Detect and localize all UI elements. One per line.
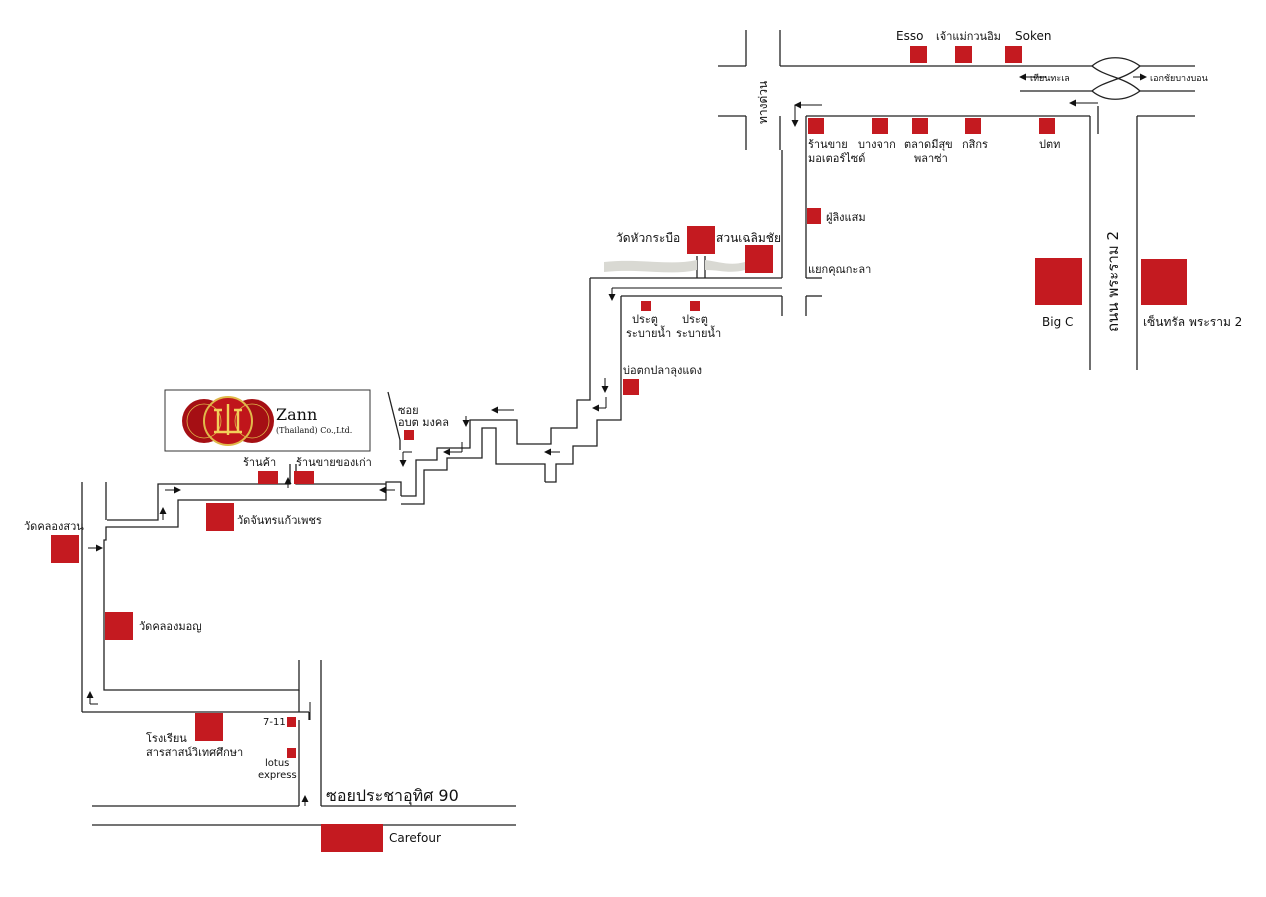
label-wat-huakrabue: วัดหัวกระบือ bbox=[616, 231, 680, 245]
label-motorcycle-2: มอเตอร์ไซด์ bbox=[808, 152, 865, 165]
seven-marker bbox=[287, 717, 296, 727]
zigzag-road bbox=[103, 278, 622, 691]
label-suan-chalerm: สวนเฉลิมชัย bbox=[716, 231, 781, 245]
label-lotus-1: lotus bbox=[265, 758, 289, 769]
label-jaomae: เจ้าแม่กวนอิม bbox=[936, 30, 1001, 43]
wat-klong-mon-marker bbox=[105, 612, 133, 640]
label-thian-thale: เทียนทะเล bbox=[1030, 73, 1070, 84]
lotus-marker bbox=[287, 748, 296, 758]
label-ran-kao: ร้านขายของเก่า bbox=[296, 456, 372, 469]
top-road bbox=[718, 57, 1195, 117]
canal-right bbox=[705, 260, 745, 272]
soi-obt-road bbox=[387, 391, 401, 450]
label-ekkachai: เอกชัยบางบอน bbox=[1150, 74, 1208, 84]
label-gate2-1: ประตู bbox=[682, 313, 708, 326]
label-kasikorn: กสิกร bbox=[962, 138, 988, 151]
label-motorcycle-1: ร้านขาย bbox=[808, 138, 848, 151]
label-bo-tok: บ่อตกปลาลุงแดง bbox=[623, 364, 702, 377]
label-soi-obt-1: ซอย bbox=[398, 404, 419, 417]
carefour-marker bbox=[321, 824, 383, 852]
label-gate1-2: ระบายน้ำ bbox=[626, 325, 671, 340]
label-rama2: ถนน พระราม 2 bbox=[1104, 231, 1122, 332]
label-soi-pracha: ซอยประชาอุทิศ 90 bbox=[326, 786, 459, 806]
school-marker bbox=[195, 713, 223, 741]
soi-main-road bbox=[590, 116, 822, 316]
expressway-road bbox=[745, 30, 781, 150]
bangchak-marker bbox=[872, 118, 888, 134]
esso-marker bbox=[910, 46, 927, 63]
wat-chan-marker bbox=[206, 503, 234, 531]
label-talad-1: ตลาดมีสุข bbox=[904, 138, 953, 151]
gate1-marker bbox=[641, 301, 651, 311]
label-gate2-2: ระบายน้ำ bbox=[676, 325, 721, 340]
kasikorn-marker bbox=[965, 118, 981, 134]
soi-pracha-road bbox=[92, 660, 516, 826]
label-lotus-2: express bbox=[258, 770, 297, 781]
label-bigc: Big C bbox=[1042, 315, 1073, 329]
label-soken: Soken bbox=[1015, 29, 1051, 43]
map-labels: Esso เจ้าแม่กวนอิม Soken เทียนทะเล เอกชั… bbox=[24, 29, 1242, 845]
label-esso: Esso bbox=[896, 29, 923, 43]
jaomae-marker bbox=[955, 46, 972, 63]
landmarks bbox=[51, 46, 1187, 852]
label-wat-klong-suan: วัดคลองสวน bbox=[24, 520, 84, 533]
label-thang-duan: ทางด่วน bbox=[756, 81, 770, 124]
ptt-marker bbox=[1039, 118, 1055, 134]
gate2-marker bbox=[690, 301, 700, 311]
soken-marker bbox=[1005, 46, 1022, 63]
label-yaek: แยกคุณกะลา bbox=[808, 263, 871, 276]
wat-klong-suan-marker bbox=[51, 535, 79, 563]
label-soi-obt-2: อบต มงคล bbox=[398, 416, 449, 429]
bigc-marker bbox=[1035, 258, 1082, 305]
label-seven: 7-11 bbox=[263, 717, 286, 728]
label-school-2: สารสาสน์วิเทศศึกษา bbox=[146, 746, 243, 759]
fu-ling-marker bbox=[807, 208, 821, 224]
direction-arrows bbox=[86, 73, 1147, 806]
label-wat-chan: วัดจันทรแก้วเพชร bbox=[237, 514, 322, 527]
rama2-road bbox=[806, 106, 1195, 370]
label-bangchak: บางจาก bbox=[858, 138, 896, 151]
ran-kao-marker bbox=[294, 471, 314, 484]
talad-marker bbox=[912, 118, 928, 134]
label-wat-klong-mon: วัดคลองมอญ bbox=[139, 620, 202, 633]
wat-huakrabue-marker bbox=[687, 226, 715, 254]
label-gate1-1: ประตู bbox=[632, 313, 658, 326]
label-school-1: โรงเรียน bbox=[146, 731, 187, 745]
left-loop-road bbox=[81, 464, 386, 720]
soi-obt-marker bbox=[404, 430, 414, 440]
central-marker bbox=[1141, 259, 1187, 305]
label-talad-2: พลาซ่า bbox=[914, 152, 948, 165]
logo-brand-subtitle: (Thailand) Co.,Ltd. bbox=[276, 426, 352, 435]
canal bbox=[604, 260, 697, 273]
label-carefour: Carefour bbox=[389, 831, 441, 845]
motorcycle-shop-marker bbox=[808, 118, 824, 134]
label-central: เซ็นทรัล พระราม 2 bbox=[1143, 314, 1242, 329]
label-ptt: ปตท bbox=[1039, 138, 1060, 151]
bo-tok-marker bbox=[623, 379, 639, 395]
logo-brand-name: Zann bbox=[276, 405, 317, 424]
ran-ka-marker bbox=[258, 471, 278, 484]
label-fu-ling: ฝู่ลิงแสม bbox=[826, 211, 866, 224]
suan-chalerm-marker bbox=[745, 245, 773, 273]
label-ran-ka: ร้านค้า bbox=[243, 456, 276, 469]
company-logo: Zann (Thailand) Co.,Ltd. bbox=[164, 389, 371, 452]
